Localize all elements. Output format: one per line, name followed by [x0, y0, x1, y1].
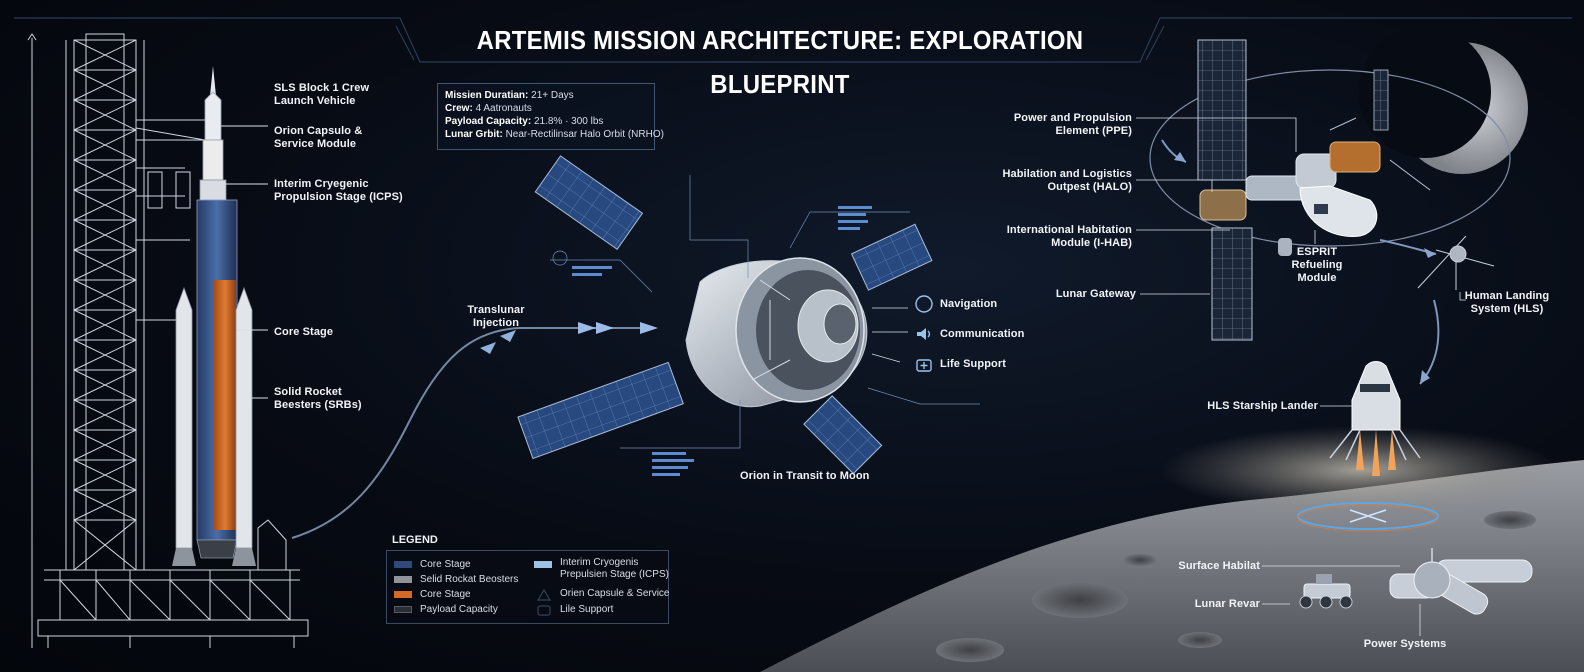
- legend-swatch-core-stage-orange: [394, 591, 412, 598]
- label-life-support: Life Support: [940, 358, 1006, 370]
- spec-crew: Crew: 4 Aatronauts: [445, 103, 532, 114]
- page-title: ARTEMIS MISSION ARCHITECTURE: EXPLORATIO…: [476, 25, 1084, 99]
- system-leader-lines: [871, 307, 908, 363]
- orion-transit-caption: Orion in Transit to Moon: [740, 470, 870, 482]
- hls-orbit-vehicle: [1417, 235, 1495, 290]
- label-starship: HLS Starship Lander: [1207, 400, 1318, 412]
- gateway-leader-lines: [1136, 117, 1466, 301]
- legend-swatch-core-stage-blue: [394, 561, 412, 568]
- sls-rocket: [172, 66, 256, 566]
- crescent-moon: [1359, 26, 1528, 174]
- legend-swatch-payload: [394, 606, 412, 613]
- orion-readouts: [550, 175, 980, 449]
- gateway-arrowheads: [1174, 152, 1436, 384]
- mission-specs-panel: Missien Duratian: 21+ Days Crew: 4 Aatro…: [437, 83, 664, 150]
- spec-duration: Missien Duratian: 21+ Days: [445, 90, 574, 101]
- label-core-stage: Core Stage: [274, 326, 334, 338]
- frame-border: [14, 17, 1572, 63]
- lunar-gateway: [1197, 39, 1431, 341]
- starship-lander: [1329, 361, 1421, 476]
- label-lunar-gateway: Lunar Gateway: [1055, 288, 1136, 300]
- label-orion-capsule: Orion Capsulo &Service Module: [274, 125, 363, 150]
- rocket-leader-lines: [221, 125, 268, 399]
- compass-icon: [914, 294, 934, 314]
- spec-payload: Payload Capacity: 21.8% · 300 lbs: [445, 116, 604, 127]
- legend-swatch-icps: [534, 561, 552, 568]
- legend-item-srb: Selid Rockat Beosters: [420, 574, 519, 585]
- surface-leader-lines: [1262, 405, 1421, 636]
- lunar-rover: [1299, 574, 1353, 609]
- surface-habitat-structure: [1389, 548, 1533, 615]
- legend-item-payload: Payload Capacity: [420, 604, 498, 615]
- spec-orbit: Lunar Grbit: Near-Rectilinsar Halo Orbit…: [445, 129, 664, 140]
- legend-swatch-srb: [394, 576, 412, 583]
- label-navigation: Navigation: [940, 298, 998, 310]
- orion-spacecraft: [517, 155, 933, 475]
- readout-bars: [572, 206, 872, 476]
- life-support-icon: [914, 354, 934, 374]
- legend-title: LEGEND: [392, 534, 438, 546]
- launch-tower: [27, 33, 309, 648]
- label-communication: Communication: [940, 328, 1025, 340]
- lunar-surface: [760, 426, 1584, 672]
- label-surface-habitat: Surface Habilat: [1178, 560, 1260, 572]
- legend-box: [386, 550, 669, 624]
- tli-trajectory: [291, 322, 658, 539]
- label-lunar-rover: Lunar Revar: [1194, 598, 1260, 610]
- label-power-systems: Power Systems: [1363, 638, 1447, 650]
- speaker-icon: [914, 324, 934, 344]
- legend-item-life-support: Lile Support: [560, 604, 614, 615]
- legend-item-core-stage: Core Stage: [420, 559, 471, 570]
- legend-item-orion: Orien Capsule & Service: [560, 588, 670, 599]
- legend-item-core-stage-orange: Core Stage: [420, 589, 471, 600]
- gateway-orbit: [1149, 69, 1511, 247]
